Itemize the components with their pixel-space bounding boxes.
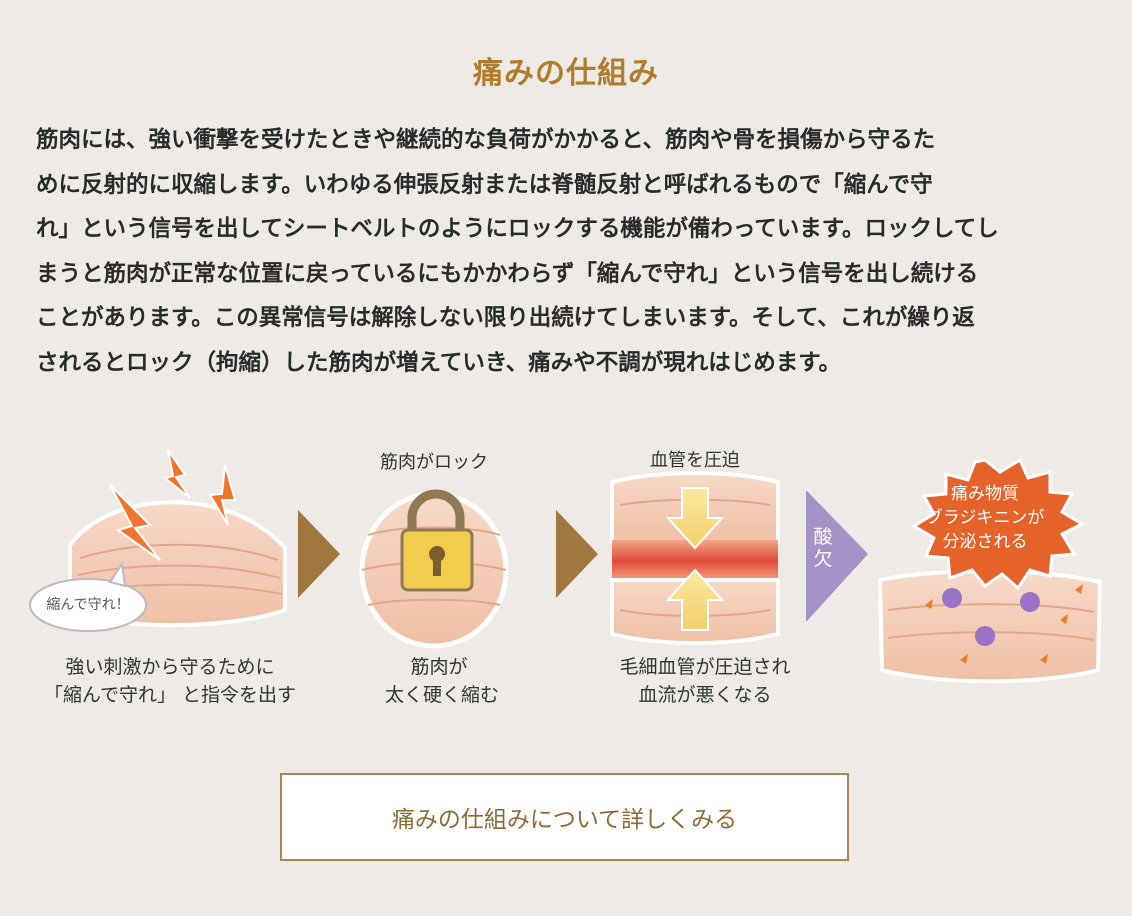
paragraph-line: まうと筋肉が正常な位置に戻っているにもかかわらず「縮んで守れ」という信号を出し続… xyxy=(36,260,979,287)
step3-caption-line: 血流が悪くなる xyxy=(638,684,772,706)
step2-caption-line: 太く硬く縮む xyxy=(384,684,499,706)
speech-bubble-text: 縮んで守れ！ xyxy=(46,597,130,613)
burst-text-line: ブラジキニンが xyxy=(925,508,1045,528)
description-paragraph: 筋肉には、強い衝撃を受けたときや継続的な負荷がかかると、筋肉や骨を損傷から守るた… xyxy=(36,118,1100,385)
burst-icon xyxy=(911,457,1086,591)
paragraph-line: されるとロック（拘縮）した筋肉が増えていき、痛みや不調が現れはじめます。 xyxy=(36,349,842,376)
section-title: 痛みの仕組み xyxy=(473,56,659,91)
step3-caption-line: 毛細血管が圧迫され xyxy=(619,656,791,678)
step3-heading: 血管を圧迫 xyxy=(650,450,740,471)
step1-caption-line: 「縮んで守れ」 と指令を出す xyxy=(43,684,297,706)
next-arrow-icon xyxy=(556,510,598,598)
next-arrow-icon xyxy=(298,510,340,598)
burst-text-line: 分泌される xyxy=(942,532,1028,552)
step2-heading: 筋肉がロック xyxy=(380,452,488,473)
lightning-icon xyxy=(109,449,237,561)
speech-bubble xyxy=(29,561,147,632)
paragraph-line: ことがあります。この異常信号は解除しない限り出続けてしまいます。そして、これが繰… xyxy=(36,305,975,331)
oxygen-deficiency-label: 欠 xyxy=(813,548,833,570)
oxygen-deficiency-label: 酸 xyxy=(813,526,833,548)
compress-arrow-up-icon xyxy=(665,568,725,631)
diagram-illustration xyxy=(29,449,1103,684)
compress-arrow-down-icon xyxy=(665,487,725,550)
learn-more-button[interactable]: 痛みの仕組みについて詳しくみる xyxy=(280,773,849,861)
muscle-pain xyxy=(877,569,1103,684)
step2-caption-line: 筋肉が xyxy=(410,656,468,678)
paragraph-line: 筋肉には、強い衝撃を受けたときや継続的な負荷がかかると、筋肉や骨を損傷から守るた xyxy=(36,127,936,153)
paragraph-line: れ」という信号を出してシートベルトのようにロックする機能が備わっています。ロック… xyxy=(36,216,999,242)
burst-text-line: 痛み物質 xyxy=(951,484,1019,504)
step1-caption-line: 強い刺激から守るために xyxy=(65,656,275,678)
pain-substance-icon xyxy=(942,588,1040,646)
oxygen-deficiency-arrow-icon xyxy=(806,490,868,622)
lock-icon xyxy=(400,489,474,592)
pain-mechanism-diagram: 縮んで守れ！ 強い刺激から守るために 「縮んで守れ」 と指令を出す 筋肉がロック… xyxy=(0,430,1132,720)
paragraph-line: めに反射的に収縮します。いわゆる伸張反射または脊髄反射と呼ばれるもので「縮んで守 xyxy=(36,171,933,198)
